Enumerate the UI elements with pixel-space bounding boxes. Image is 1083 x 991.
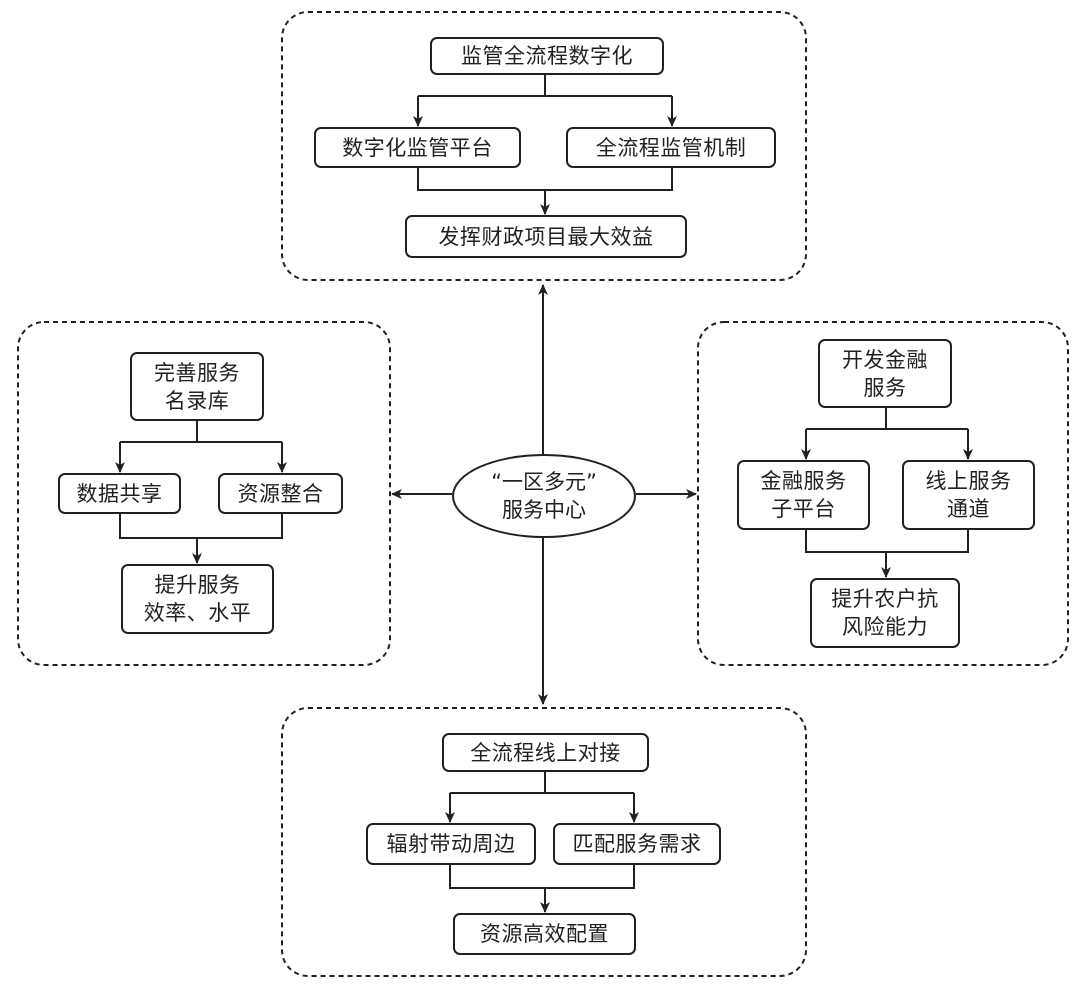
left-right-node: 资源整合: [218, 473, 343, 514]
top-left-node: 数字化监管平台: [314, 127, 521, 168]
left-left-node: 数据共享: [58, 473, 181, 514]
top-right-node: 全流程监管机制: [566, 127, 776, 168]
group-frame-top: [281, 11, 807, 281]
top-result-node: 发挥财政项目最大效益: [405, 215, 687, 258]
bottom-left-node: 辐射带动周边: [366, 823, 536, 865]
connector-right-merge: [805, 529, 969, 553]
right-left-node: 金融服务 子平台: [737, 460, 870, 530]
connector-top-split: [418, 74, 672, 97]
bottom-root-node: 全流程线上对接: [442, 733, 649, 772]
connector-top-merge: [417, 167, 673, 191]
group-frame-left: [17, 321, 391, 666]
right-result-node: 提升农户抗 风险能力: [810, 578, 960, 648]
bottom-right-node: 匹配服务需求: [553, 823, 721, 865]
bottom-result-node: 资源高效配置: [453, 913, 636, 955]
center-node: “一区多元” 服务中心: [452, 454, 636, 538]
right-root-node: 开发金融 服务: [818, 339, 952, 408]
top-root-node: 监管全流程数字化: [430, 37, 664, 75]
group-frame-bottom: [281, 707, 807, 977]
group-frame-right: [697, 321, 1069, 666]
connector-right-split: [805, 407, 968, 459]
right-right-node: 线上服务 通道: [902, 460, 1035, 530]
connector-left-merge: [119, 513, 283, 539]
connector-bottom-split: [450, 771, 634, 794]
connector-bottom-merge: [449, 864, 635, 889]
left-result-node: 提升服务 效率、水平: [121, 564, 274, 634]
left-root-node: 完善服务 名录库: [130, 352, 264, 421]
connector-left-split: [120, 420, 282, 443]
